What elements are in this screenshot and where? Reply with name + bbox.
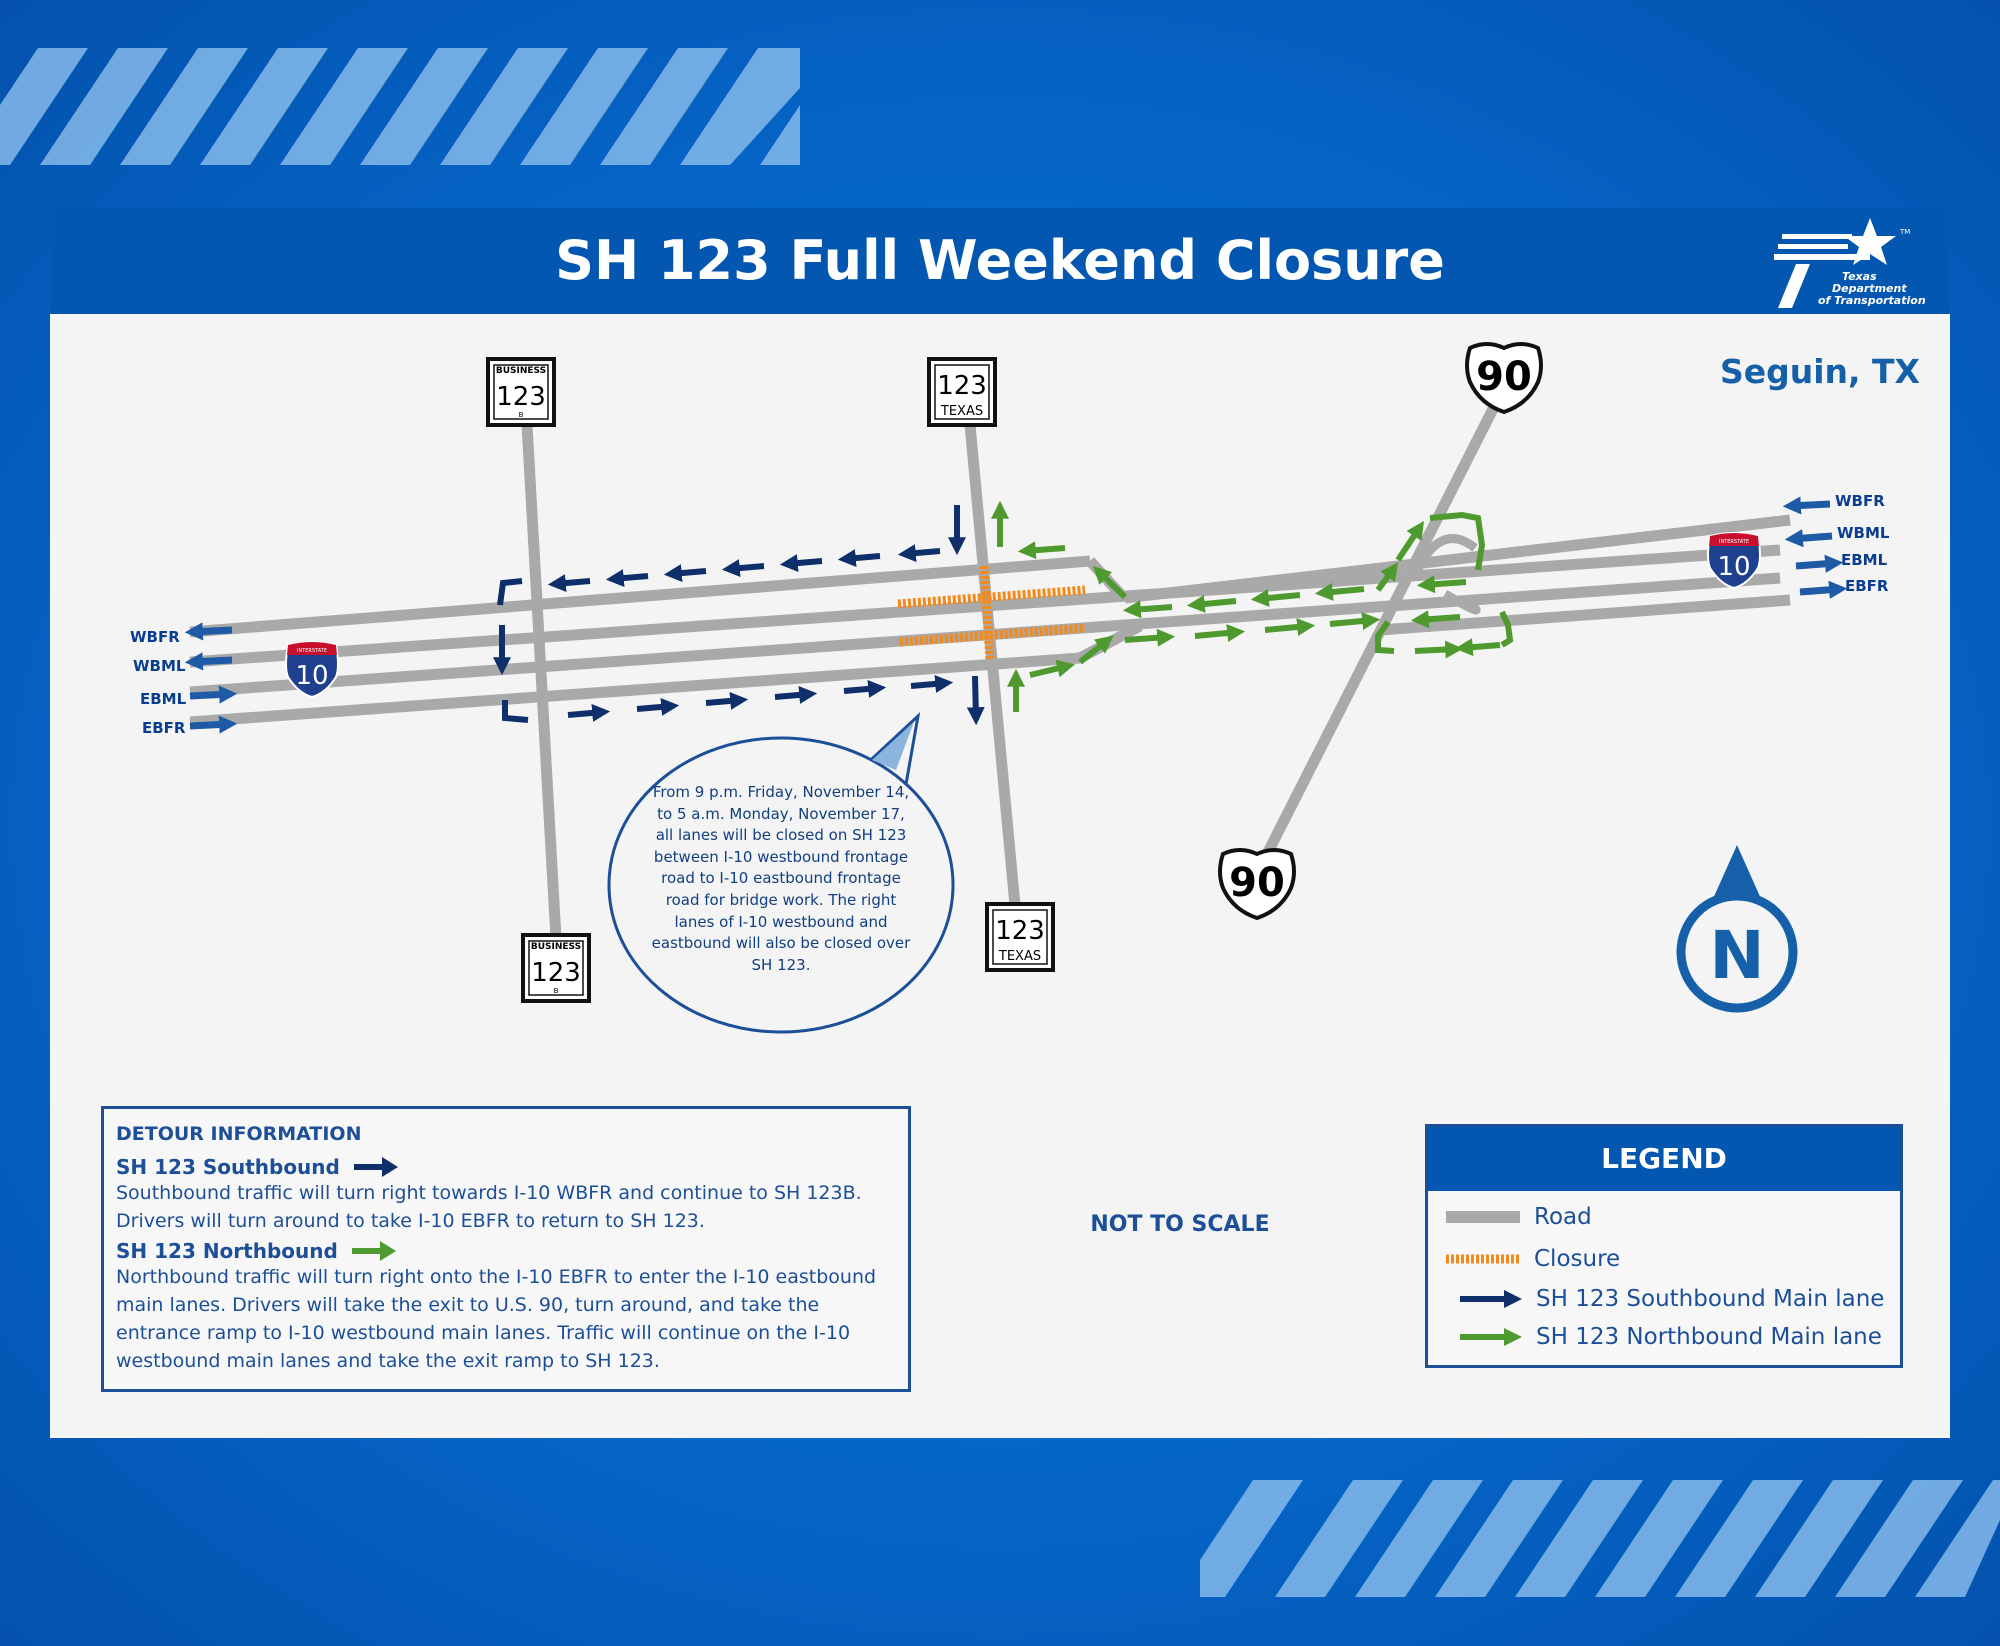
- svg-text:Texas: Texas: [1842, 270, 1877, 283]
- detour-info-box: DETOUR INFORMATION SH 123 Southbound Sou…: [101, 1106, 911, 1392]
- lane-labels-west: WBFR WBML EBML EBFR: [130, 628, 187, 737]
- legend-item-closure: Closure: [1446, 1241, 1620, 1277]
- northbound-arrow-icon: [351, 1241, 396, 1261]
- svg-text:90: 90: [1229, 860, 1285, 906]
- lane-label-wbml-east: WBML: [1837, 524, 1890, 542]
- legend-item-northbound: SH 123 Northbound Main lane: [1460, 1319, 1882, 1355]
- lane-label-ebml-east: EBML: [1841, 551, 1888, 569]
- svg-text:B: B: [554, 987, 559, 995]
- svg-text:10: 10: [1717, 552, 1750, 582]
- road-swatch-icon: [1446, 1211, 1520, 1223]
- decorative-stripes-top: [0, 48, 800, 165]
- svg-text:B: B: [519, 411, 524, 419]
- svg-text:INTERSTATE: INTERSTATE: [297, 648, 327, 654]
- svg-text:INTERSTATE: INTERSTATE: [1719, 539, 1749, 545]
- lane-direction-arrows-east: [1782, 496, 1848, 599]
- svg-text:TEXAS: TEXAS: [940, 404, 983, 419]
- title-bar: SH 123 Full Weekend Closure: [50, 208, 1950, 314]
- lane-label-wbml-west: WBML: [133, 657, 186, 675]
- not-to-scale-label: NOT TO SCALE: [1090, 1212, 1270, 1237]
- svg-text:BUSINESS: BUSINESS: [531, 942, 581, 952]
- city-label: Seguin, TX: [1719, 352, 1920, 391]
- northbound-detour-arrows: [991, 500, 1514, 712]
- lane-label-ebml-west: EBML: [140, 690, 187, 708]
- lane-label-ebfr-east: EBFR: [1845, 577, 1889, 595]
- texas-123-sign-north: 123 TEXAS: [927, 357, 997, 427]
- southbound-legend-arrow-icon: [1460, 1290, 1522, 1308]
- svg-text:Department: Department: [1832, 282, 1907, 295]
- svg-text:of Transportation: of Transportation: [1818, 294, 1926, 307]
- svg-text:90: 90: [1476, 354, 1532, 400]
- north-letter: N: [1709, 917, 1764, 994]
- us90-ramp-south: [1442, 590, 1481, 615]
- northbound-legend-arrow-icon: [1460, 1328, 1522, 1346]
- legend-item-southbound: SH 123 Southbound Main lane: [1460, 1281, 1884, 1317]
- lane-direction-arrows-west: [184, 622, 238, 734]
- lane-label-ebfr-west: EBFR: [142, 719, 186, 737]
- northbound-heading: SH 123 Northbound: [116, 1239, 896, 1263]
- business-123-road: [521, 424, 562, 939]
- lane-label-wbfr-east: WBFR: [1835, 492, 1885, 510]
- page-title: SH 123 Full Weekend Closure: [555, 229, 1445, 292]
- closure-swatch-icon: [1446, 1254, 1520, 1264]
- southbound-detour-arrows: [493, 505, 985, 726]
- business-123-sign-south: BUSINESS 123 B: [521, 933, 591, 1003]
- business-123-sign-north: BUSINESS 123 B: [486, 357, 556, 427]
- svg-text:TM: TM: [1899, 228, 1910, 236]
- svg-text:123: 123: [496, 382, 546, 412]
- legend-title: LEGEND: [1428, 1127, 1900, 1191]
- svg-text:TEXAS: TEXAS: [998, 949, 1041, 964]
- us-90-shield-north: 90: [1465, 342, 1543, 415]
- us-90-shield-south: 90: [1218, 848, 1296, 921]
- callout-bubble: [607, 711, 955, 1034]
- decorative-stripes-bottom: [1200, 1480, 2000, 1597]
- i10-ebfr-east: [1379, 594, 1791, 636]
- svg-text:123: 123: [531, 958, 581, 988]
- interstate-10-shield-west: INTERSTATE 10: [285, 641, 339, 699]
- north-arrow: N: [1676, 845, 1798, 1013]
- legend-item-road: Road: [1446, 1199, 1592, 1235]
- lane-labels-east: WBFR WBML EBML EBFR: [1835, 492, 1890, 595]
- southbound-text: Southbound traffic will turn right towar…: [116, 1182, 862, 1232]
- svg-text:123: 123: [995, 916, 1045, 946]
- i10-ebfr-west: [189, 652, 1081, 728]
- svg-text:123: 123: [937, 371, 987, 401]
- roads: [189, 402, 1791, 939]
- southbound-arrow-icon: [353, 1157, 398, 1177]
- detour-map: WBFR WBML EBML EBFR WBFR WBML EBML EBFR …: [130, 342, 1890, 1034]
- us90-ramp-north: [1410, 534, 1478, 577]
- i10-wbfr-west: [189, 555, 1091, 638]
- northbound-text: Northbound traffic will turn right onto …: [116, 1266, 877, 1372]
- svg-text:BUSINESS: BUSINESS: [496, 366, 546, 376]
- legend-box: LEGEND Road Closure SH 123 Southbound Ma…: [1425, 1124, 1903, 1368]
- closure-marks: [897, 565, 1086, 661]
- interstate-10-shield-east: INTERSTATE 10: [1707, 532, 1761, 590]
- texas-123-sign-south: 123 TEXAS: [985, 902, 1055, 972]
- txdot-star-logo-icon: TM Texas Department of Transportation: [1774, 218, 1926, 308]
- detour-title: DETOUR INFORMATION: [116, 1123, 362, 1145]
- svg-text:10: 10: [295, 661, 328, 691]
- southbound-heading: SH 123 Southbound: [116, 1155, 896, 1179]
- i10-wbml: [189, 544, 1781, 668]
- closure-callout-text: From 9 p.m. Friday, November 14, to 5 a.…: [651, 783, 911, 974]
- lane-label-wbfr-west: WBFR: [130, 628, 180, 646]
